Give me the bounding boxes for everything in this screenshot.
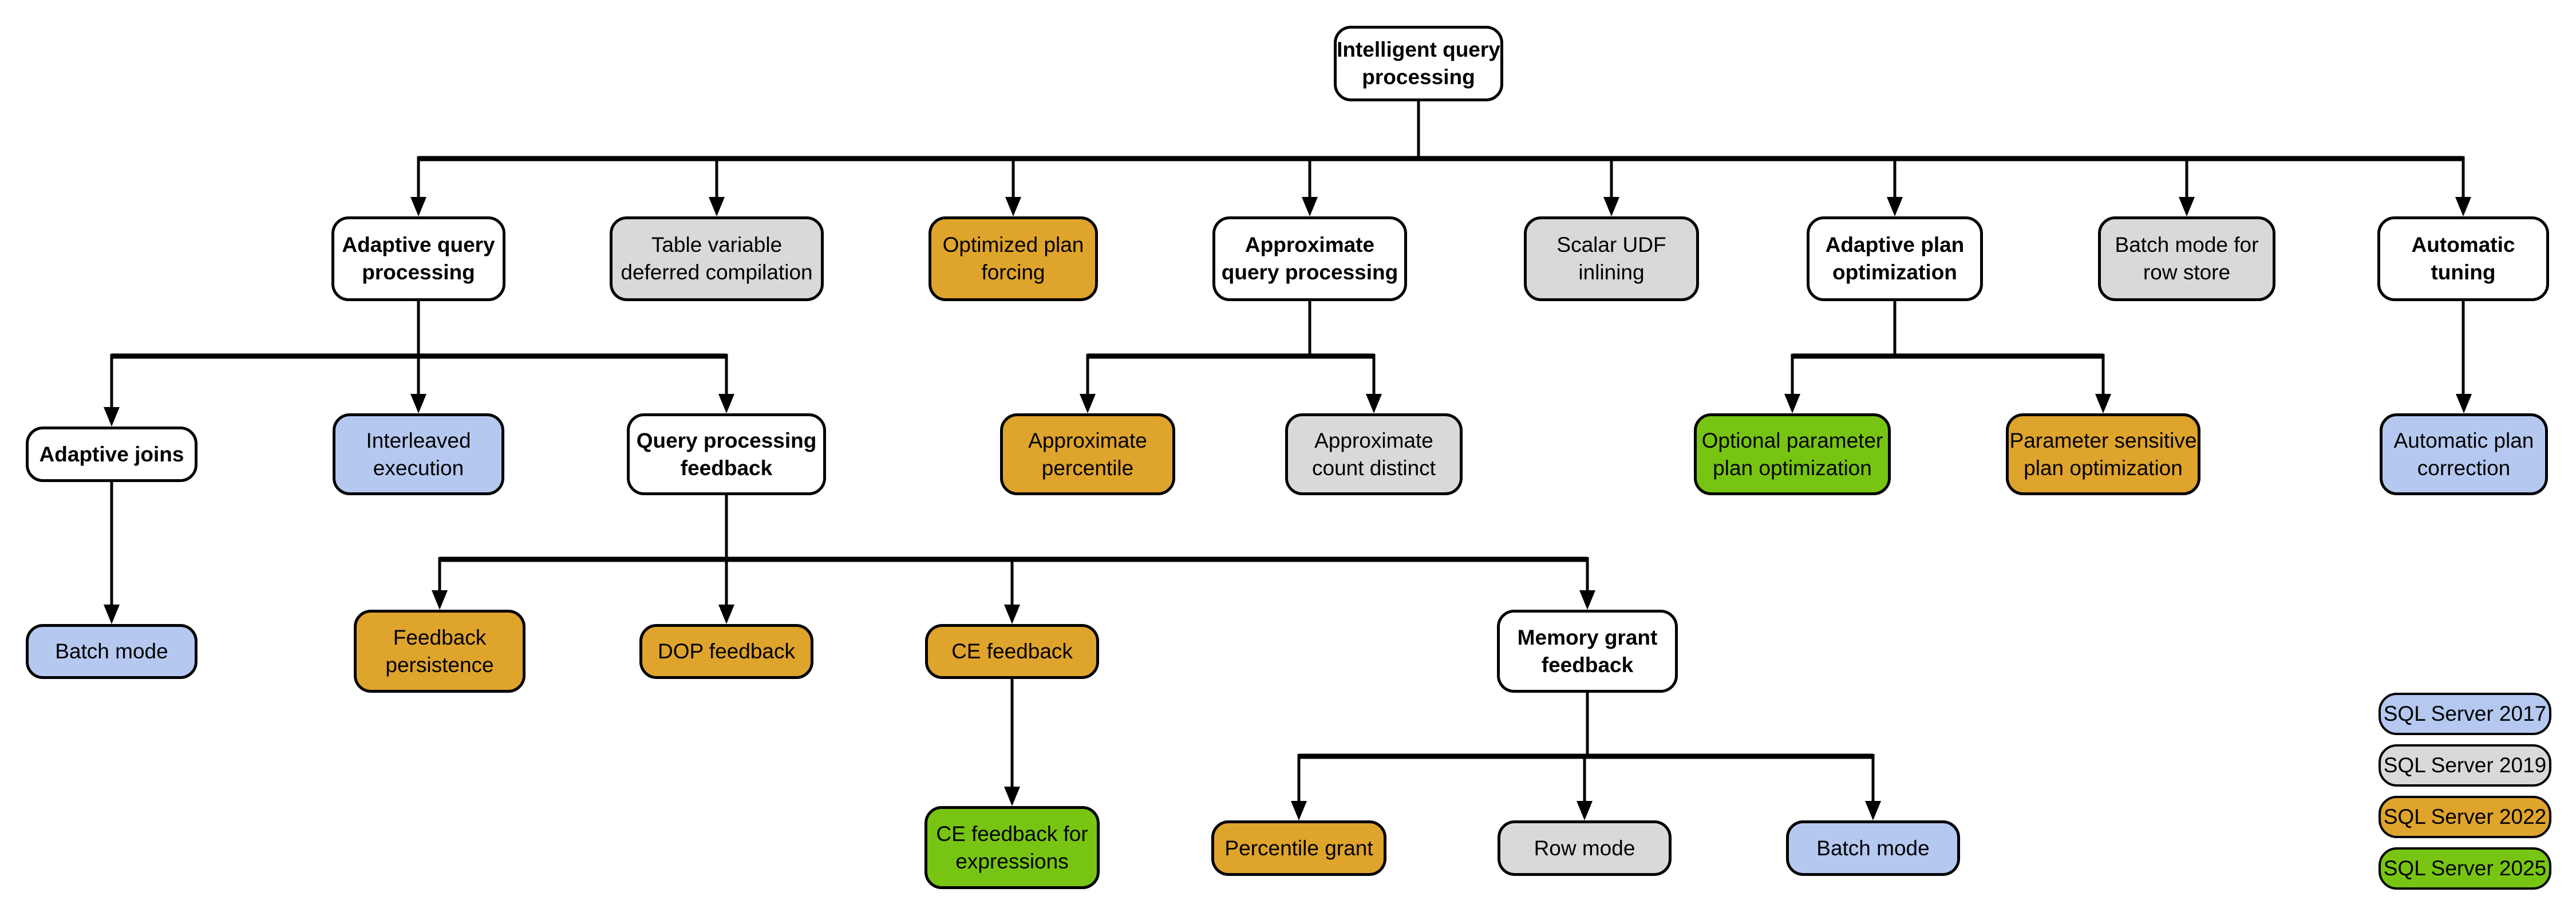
arrowhead-icon bbox=[410, 197, 426, 216]
arrowhead-icon bbox=[2095, 394, 2111, 413]
arrowhead-icon bbox=[1865, 801, 1881, 820]
legend-item-sql-server-2019: SQL Server 2019 bbox=[2379, 744, 2551, 787]
node-bm2: Batch mode bbox=[1786, 820, 1960, 876]
node-fp: Feedback persistence bbox=[354, 610, 526, 693]
node-ie: Interleaved execution bbox=[333, 413, 504, 495]
arrowhead-icon bbox=[1577, 801, 1593, 820]
arrowhead-icon bbox=[718, 394, 734, 413]
node-aqp: Adaptive query processing bbox=[331, 216, 505, 301]
node-axqp: Approximate query processing bbox=[1212, 216, 1407, 301]
arrowhead-icon bbox=[2455, 197, 2471, 216]
node-qpf: Query processing feedback bbox=[627, 413, 826, 495]
arrowhead-icon bbox=[1004, 605, 1020, 624]
legend-item-sql-server-2017: SQL Server 2017 bbox=[2379, 693, 2551, 735]
arrowhead-icon bbox=[410, 394, 426, 413]
node-opf: Optimized plan forcing bbox=[929, 216, 1098, 301]
arrowhead-icon bbox=[709, 197, 725, 216]
arrowhead-icon bbox=[1784, 394, 1800, 413]
legend-item-sql-server-2025: SQL Server 2025 bbox=[2379, 847, 2551, 890]
arrowhead-icon bbox=[2456, 394, 2472, 413]
node-aj: Adaptive joins bbox=[26, 427, 197, 482]
arrowhead-icon bbox=[1366, 394, 1382, 413]
node-bm1: Batch mode bbox=[26, 624, 197, 679]
node-ap: Approximate percentile bbox=[1000, 413, 1175, 495]
node-mgf: Memory grant feedback bbox=[1497, 610, 1678, 693]
arrowhead-icon bbox=[1302, 197, 1318, 216]
node-bmrs: Batch mode for row store bbox=[2098, 216, 2275, 301]
node-iqp: Intelligent query processing bbox=[1334, 26, 1503, 101]
arrowhead-icon bbox=[1603, 197, 1619, 216]
arrowhead-icon bbox=[2179, 197, 2195, 216]
arrowhead-icon bbox=[104, 605, 120, 624]
arrowhead-icon bbox=[1291, 801, 1307, 820]
node-cefe: CE feedback for expressions bbox=[924, 806, 1100, 889]
node-pg: Percentile grant bbox=[1211, 820, 1386, 876]
node-at: Automatic tuning bbox=[2377, 216, 2549, 301]
node-dop: DOP feedback bbox=[639, 624, 813, 679]
node-rm: Row mode bbox=[1498, 820, 1672, 876]
node-acd: Approximate count distinct bbox=[1285, 413, 1463, 495]
legend-item-sql-server-2022: SQL Server 2022 bbox=[2379, 796, 2551, 838]
arrowhead-icon bbox=[1005, 197, 1021, 216]
node-tvdc: Table variable deferred compilation bbox=[610, 216, 824, 301]
arrowhead-icon bbox=[1887, 197, 1903, 216]
arrowhead-icon bbox=[432, 590, 448, 610]
arrowhead-icon bbox=[104, 407, 120, 427]
node-oppo: Optional parameter plan optimization bbox=[1694, 413, 1891, 495]
arrowhead-icon bbox=[1004, 787, 1020, 806]
node-cef: CE feedback bbox=[925, 624, 1099, 679]
node-apo: Adaptive plan optimization bbox=[1807, 216, 1983, 301]
node-apc: Automatic plan correction bbox=[2380, 413, 2548, 495]
node-sudf: Scalar UDF inlining bbox=[1524, 216, 1699, 301]
arrowhead-icon bbox=[1080, 394, 1096, 413]
node-pspo: Parameter sensitive plan optimization bbox=[2006, 413, 2200, 495]
arrowhead-icon bbox=[1579, 590, 1595, 610]
arrowhead-icon bbox=[718, 605, 734, 624]
